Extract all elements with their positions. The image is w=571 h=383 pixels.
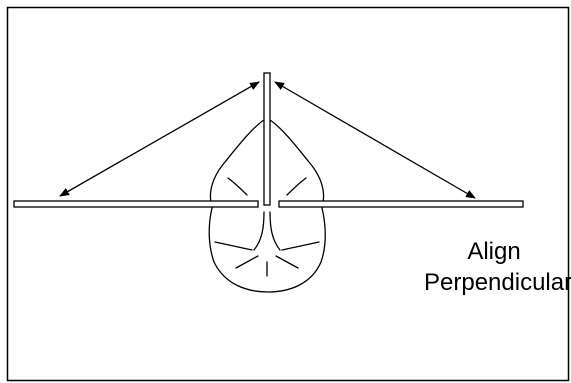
right-horizontal-bar [279,201,523,207]
left-horizontal-bar [14,201,258,207]
caption: Align Perpendicular [424,236,564,298]
caption-line-1: Align [424,236,564,267]
vertical-bar [264,73,270,205]
caption-line-2: Perpendicular [424,267,564,298]
